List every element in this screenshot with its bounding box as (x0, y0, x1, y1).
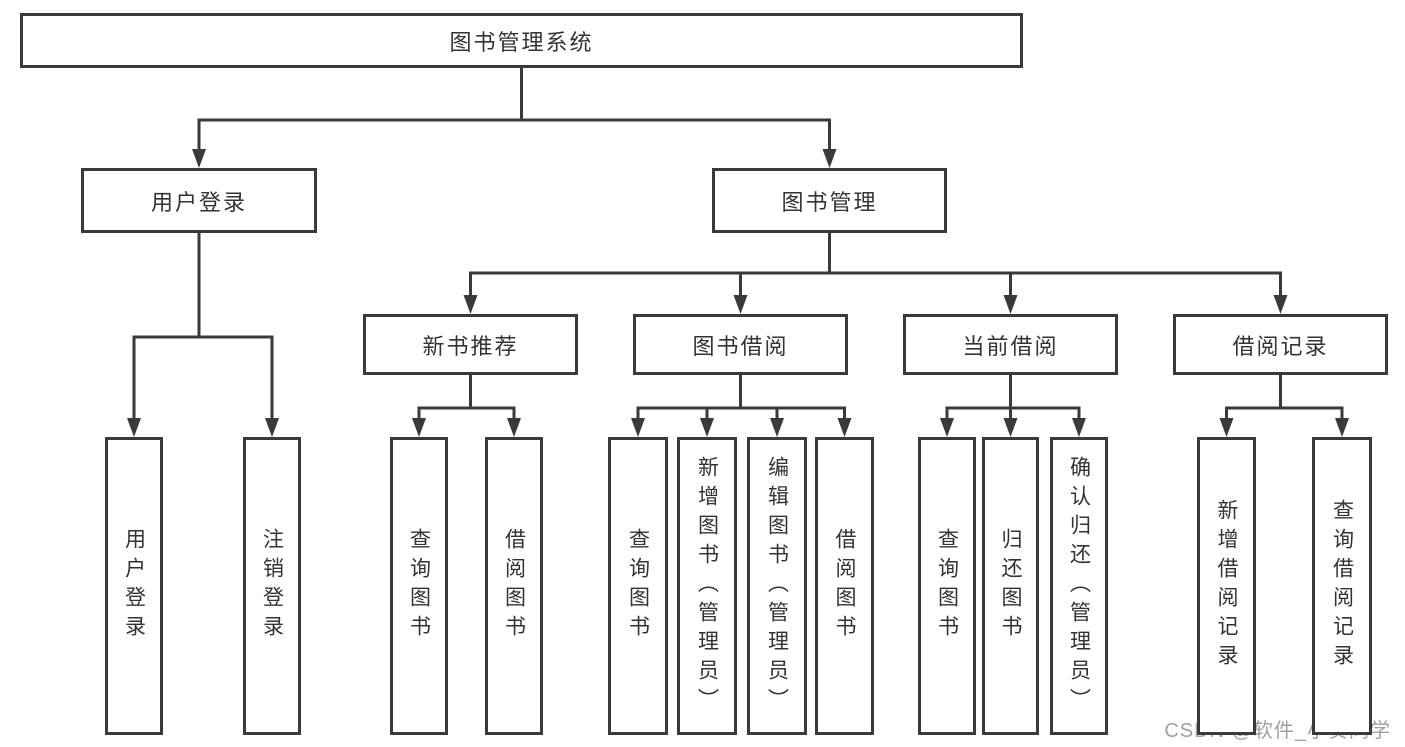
node-label-book-management: 图书管理 (781, 189, 878, 215)
node-label-root: 图书管理系统 (449, 29, 594, 55)
node-leaf-user-login: 用户登录 (105, 437, 163, 735)
node-book-borrowing: 图书借阅 (633, 314, 848, 375)
node-label-leaf-add-borrow-record: 新增借阅记录 (1215, 499, 1239, 673)
node-label-leaf-add-books-admin: 新增图书（管理员） (695, 455, 719, 717)
node-borrowing-records: 借阅记录 (1173, 314, 1388, 375)
node-user-login: 用户登录 (81, 168, 317, 233)
node-label-leaf-borrow-books-2: 借阅图书 (833, 528, 857, 644)
node-label-new-book-recommend: 新书推荐 (422, 333, 519, 359)
node-label-current-borrowing: 当前借阅 (962, 333, 1059, 359)
node-label-book-borrowing: 图书借阅 (692, 333, 789, 359)
node-root: 图书管理系统 (20, 13, 1023, 68)
node-label-leaf-return-books: 归还图书 (999, 528, 1023, 644)
node-leaf-add-borrow-record: 新增借阅记录 (1197, 437, 1256, 735)
node-label-leaf-user-login: 用户登录 (122, 528, 146, 644)
node-label-leaf-query-books-2: 查询图书 (626, 528, 650, 644)
node-leaf-query-borrow-record: 查询借阅记录 (1312, 437, 1372, 735)
node-leaf-borrow-books-1: 借阅图书 (485, 437, 543, 735)
node-label-leaf-query-borrow-record: 查询借阅记录 (1330, 499, 1354, 673)
node-label-leaf-logout: 注销登录 (260, 528, 284, 644)
node-label-leaf-query-books-3: 查询图书 (935, 528, 959, 644)
node-leaf-borrow-books-2: 借阅图书 (815, 437, 874, 735)
node-label-leaf-query-books-1: 查询图书 (407, 528, 431, 644)
node-book-management: 图书管理 (712, 168, 947, 233)
node-leaf-query-books-2: 查询图书 (608, 437, 668, 735)
node-label-leaf-confirm-return-admin: 确认归还（管理员） (1067, 455, 1091, 717)
node-label-user-login: 用户登录 (150, 189, 247, 215)
node-leaf-add-books-admin: 新增图书（管理员） (677, 437, 737, 735)
node-leaf-confirm-return-admin: 确认归还（管理员） (1050, 437, 1108, 735)
node-leaf-return-books: 归还图书 (982, 437, 1039, 735)
node-leaf-query-books-1: 查询图书 (390, 437, 448, 735)
node-leaf-query-books-3: 查询图书 (918, 437, 976, 735)
node-new-book-recommend: 新书推荐 (363, 314, 578, 375)
node-label-leaf-edit-books-admin: 编辑图书（管理员） (765, 455, 789, 717)
node-leaf-edit-books-admin: 编辑图书（管理员） (747, 437, 807, 735)
node-label-leaf-borrow-books-1: 借阅图书 (502, 528, 526, 644)
node-current-borrowing: 当前借阅 (903, 314, 1118, 375)
node-label-borrowing-records: 借阅记录 (1232, 333, 1329, 359)
node-leaf-logout: 注销登录 (243, 437, 301, 735)
